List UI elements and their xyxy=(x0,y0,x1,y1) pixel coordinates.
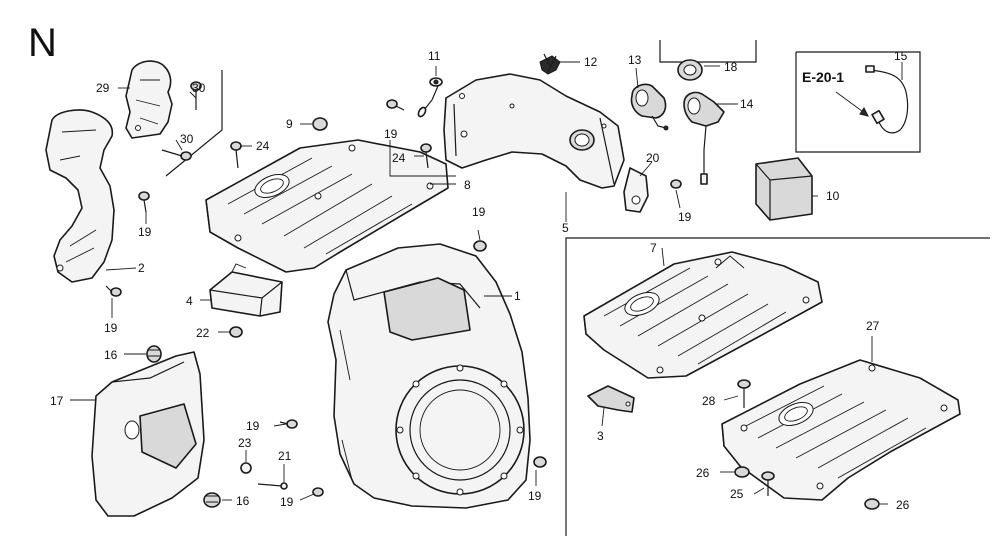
grommet-part-16-lower xyxy=(203,492,221,508)
bolt-part-19-bottom-right xyxy=(533,456,547,468)
label-part-8: 8 xyxy=(464,178,471,192)
label-part-15: 15 xyxy=(894,49,908,63)
bracket-part-3 xyxy=(587,385,635,413)
part-number-labels: 1 2 3 4 5 7 8 9 10 11 12 13 14 15 16 16 … xyxy=(50,49,910,512)
switch-part-14 xyxy=(683,91,725,185)
label-part-19-lower-left: 19 xyxy=(104,321,118,335)
cover-plate-part-27 xyxy=(721,359,961,501)
bolt-part-19-right xyxy=(670,179,682,189)
bolt-part-24-left xyxy=(230,141,242,169)
label-part-19-top: 19 xyxy=(384,127,398,141)
label-part-14: 14 xyxy=(740,97,754,111)
label-part-9: 9 xyxy=(286,117,293,131)
bolt-part-25 xyxy=(761,471,775,496)
label-part-29: 29 xyxy=(96,81,110,95)
label-part-18: 18 xyxy=(724,60,738,74)
bolt-part-19-left xyxy=(138,191,150,213)
label-part-19-bottom-right: 19 xyxy=(528,489,542,503)
nut-part-26-right xyxy=(864,498,880,510)
bolt-part-19-top xyxy=(386,99,405,111)
label-part-13: 13 xyxy=(628,53,642,67)
label-part-24-right: 24 xyxy=(392,151,406,165)
duct-part-4 xyxy=(209,263,283,317)
bolt-part-30-upper xyxy=(190,81,202,110)
label-part-11: 11 xyxy=(428,49,441,63)
label-part-26-left: 26 xyxy=(696,466,710,480)
nut-part-9 xyxy=(312,117,328,131)
side-cover-part-17 xyxy=(91,351,205,517)
label-part-16-upper: 16 xyxy=(104,348,118,362)
shroud-part-29 xyxy=(125,60,173,139)
label-part-28: 28 xyxy=(702,394,716,408)
cable-part-15 xyxy=(835,65,909,134)
bolt-part-28 xyxy=(737,379,751,408)
reference-box: E-20-1 xyxy=(795,51,921,153)
label-part-19-right: 19 xyxy=(678,210,692,224)
nut-part-22 xyxy=(229,326,243,338)
bolt-part-19-bottom xyxy=(312,487,324,497)
clip-part-12 xyxy=(539,53,561,75)
label-part-26-right: 26 xyxy=(896,498,910,512)
label-part-30-lower: 30 xyxy=(180,132,194,146)
label-part-3: 3 xyxy=(597,429,604,443)
label-part-16-lower: 16 xyxy=(236,494,250,508)
label-part-5: 5 xyxy=(562,221,569,235)
label-part-7: 7 xyxy=(650,241,657,255)
switch-part-13 xyxy=(630,83,669,131)
label-part-22: 22 xyxy=(196,326,210,340)
bolt-part-19-center xyxy=(473,240,487,252)
bolt-part-19-mid xyxy=(279,419,298,429)
label-part-2: 2 xyxy=(138,261,145,275)
label-part-24-left: 24 xyxy=(256,139,270,153)
label-part-10: 10 xyxy=(826,189,840,203)
grommet-part-18 xyxy=(677,59,703,81)
label-part-23: 23 xyxy=(238,436,252,450)
bracket-part-20 xyxy=(623,167,649,213)
label-part-19-left: 19 xyxy=(138,225,152,239)
label-part-19-bottom: 19 xyxy=(280,495,294,509)
side-shield-part-2 xyxy=(45,109,115,283)
blower-housing-part-1 xyxy=(327,243,531,509)
reference-code: E-20-1 xyxy=(802,69,844,85)
housing-bolt-holes xyxy=(396,364,524,496)
bolt-part-30-lower xyxy=(161,149,192,161)
label-part-17: 17 xyxy=(50,394,64,408)
bracket-frame-right xyxy=(565,237,990,536)
label-part-12: 12 xyxy=(584,55,598,69)
pin-part-21 xyxy=(257,482,288,490)
cover-plate-part-7 xyxy=(583,251,823,379)
label-part-21: 21 xyxy=(278,449,292,463)
nut-part-26-left xyxy=(734,466,750,478)
label-part-27: 27 xyxy=(866,319,880,333)
control-unit-part-10 xyxy=(755,157,813,221)
washer-part-23 xyxy=(240,462,252,474)
leader-lines xyxy=(70,61,903,505)
terminal-part-11 xyxy=(417,77,443,118)
bracket-frame-top xyxy=(659,40,757,63)
label-part-19-center: 19 xyxy=(472,205,486,219)
cover-plate-part-8 xyxy=(205,139,449,273)
bracket-part-5 xyxy=(443,73,625,189)
label-part-30-upper: 30 xyxy=(192,81,206,95)
label-part-25: 25 xyxy=(730,487,744,501)
grommet-part-16-upper xyxy=(146,345,162,363)
label-part-19-mid: 19 xyxy=(246,419,260,433)
bolt-part-24-right xyxy=(420,143,432,169)
label-part-1: 1 xyxy=(514,289,521,303)
label-part-4: 4 xyxy=(186,294,193,308)
bolt-part-19-lower-left xyxy=(105,285,122,297)
label-part-20: 20 xyxy=(646,151,660,165)
section-letter: N xyxy=(28,21,57,65)
